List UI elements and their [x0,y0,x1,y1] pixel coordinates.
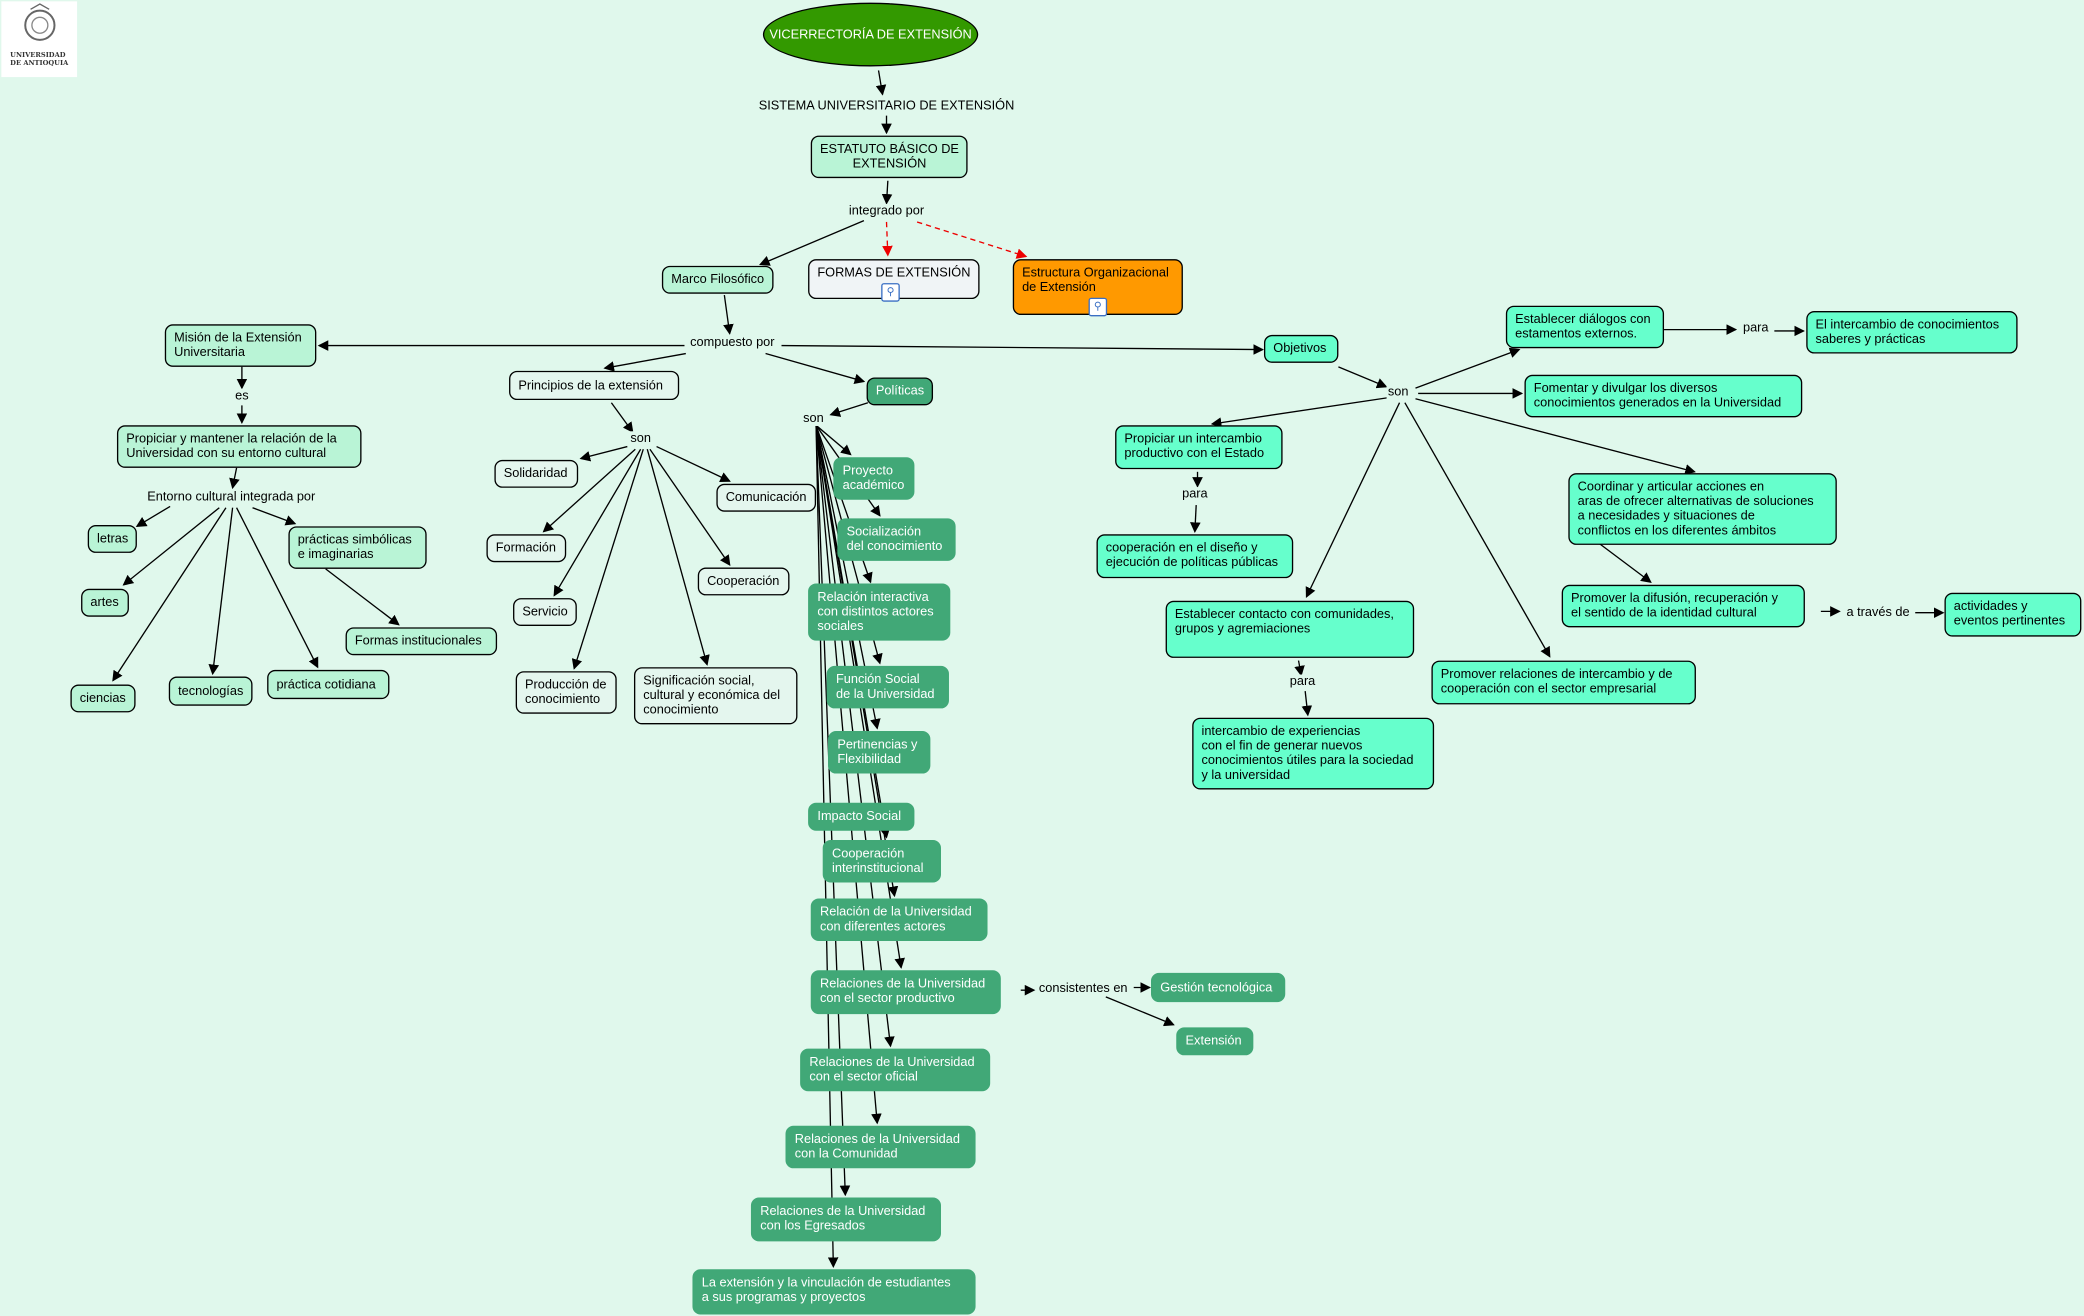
entorno-item[interactable]: artes [81,588,129,617]
politica-item[interactable]: Impacto Social [808,802,915,831]
politica-item[interactable]: Relaciones de la Universidad con el sect… [810,970,1001,1015]
objetivo-coordinar[interactable]: Coordinar y articular acciones en aras d… [1568,473,1837,545]
link-label-son: son [629,431,653,446]
seal-icon [23,3,55,41]
link-label-para: para [1741,320,1770,336]
politica-item[interactable]: Relación de la Universidad con diferente… [810,898,988,942]
objetivo-fomentar[interactable]: Fomentar y divulgar los diversos conocim… [1524,374,1803,418]
marco-node[interactable]: Marco Filosófico [661,265,774,294]
politica-item[interactable]: La extensión y la vinculación de estudia… [692,1269,976,1315]
objetivo-promover-difusion[interactable]: Promover la difusión, recuperación y el … [1561,584,1805,628]
politica-item[interactable]: Relaciones de la Universidad con los Egr… [750,1197,942,1242]
principio-item[interactable]: Formación [486,534,567,563]
entorno-item[interactable]: ciencias [70,684,136,713]
actividades-node[interactable]: actividades y eventos pertinentes [1944,592,2082,637]
politica-item[interactable]: Relaciones de la Universidad con la Comu… [785,1125,976,1169]
link-label-para: para [1288,674,1317,690]
consistentes-item[interactable]: Extensión [1176,1027,1254,1056]
link-label-consistentes: consistentes en [1037,981,1129,997]
link-label-para: para [1180,487,1209,502]
objetivo-promover-relaciones[interactable]: Promover relaciones de intercambio y de … [1431,660,1696,705]
entorno-item[interactable]: Formas institucionales [345,627,498,656]
root-node[interactable]: VICERRECTORÍA DE EXTENSIÓN [762,2,979,67]
politica-item[interactable]: Socialización del conocimiento [837,518,956,561]
objetivo-propiciar-estado[interactable]: Propiciar un intercambio productivo con … [1115,425,1283,470]
submap-icon[interactable]: ⚲ [1088,297,1108,317]
link-label-es: es [233,388,250,404]
cooperacion-diseno-node[interactable]: cooperación en el diseño y ejecución de … [1096,534,1294,579]
link-label-son: son [801,411,826,426]
entorno-item[interactable]: práctica cotidiana [267,669,390,700]
objetivos-node[interactable]: Objetivos [1263,334,1339,363]
link-label-a-traves: a través de [1845,605,1911,621]
link-label-entorno: Entorno cultural integrada por [145,489,317,505]
experiencias-node[interactable]: intercambio de experiencias con el fin d… [1192,717,1435,790]
politica-item[interactable]: Función Social de la Universidad [826,665,949,709]
politicas-node[interactable]: Políticas [866,377,934,406]
politica-item[interactable]: Proyecto académico [833,457,915,500]
link-label-integrado: integrado por [847,204,926,219]
objetivo-dialogos[interactable]: Establecer diálogos con estamentos exter… [1505,305,1665,349]
link-label-compuesto: compuesto por [688,335,776,351]
politica-item[interactable]: Relación interactiva con distintos actor… [808,583,951,641]
politica-item[interactable]: Relaciones de la Universidad con el sect… [800,1048,991,1092]
consistentes-item[interactable]: Gestión tecnológica [1151,972,1286,1003]
estatuto-node[interactable]: ESTATUTO BÁSICO DE EXTENSIÓN [810,135,969,179]
politica-item[interactable]: Pertinencias y Flexibilidad [828,731,931,774]
entorno-item[interactable]: prácticas simbólicas e imaginarias [288,526,427,569]
principio-item[interactable]: Servicio [513,598,577,627]
principio-item[interactable]: Solidaridad [494,459,579,488]
intercambio-node[interactable]: El intercambio de conocimientos saberes … [1806,311,2018,354]
propiciar-mantener-node[interactable]: Propiciar y mantener la relación de la U… [116,425,362,468]
submap-icon[interactable]: ⚲ [881,283,900,302]
principio-item[interactable]: Producción de conocimiento [515,671,617,714]
mision-node[interactable]: Misión de la Extensión Universitaria [164,324,317,367]
principio-item[interactable]: Significación social, cultural y económi… [633,667,798,725]
politica-item[interactable]: Cooperación interinstitucional [822,839,942,883]
objetivo-contacto[interactable]: Establecer contacto con comunidades, gru… [1165,600,1415,658]
principio-item[interactable]: Cooperación [697,567,790,596]
principio-item[interactable]: Comunicación [716,483,816,512]
link-label-son: son [1386,384,1410,400]
principios-node[interactable]: Principios de la extensión [509,370,680,401]
entorno-item[interactable]: letras [87,524,138,553]
entorno-item[interactable]: tecnologías [168,676,253,706]
link-label-system: SISTEMA UNIVERSITARIO DE EXTENSIÓN [757,99,1016,114]
